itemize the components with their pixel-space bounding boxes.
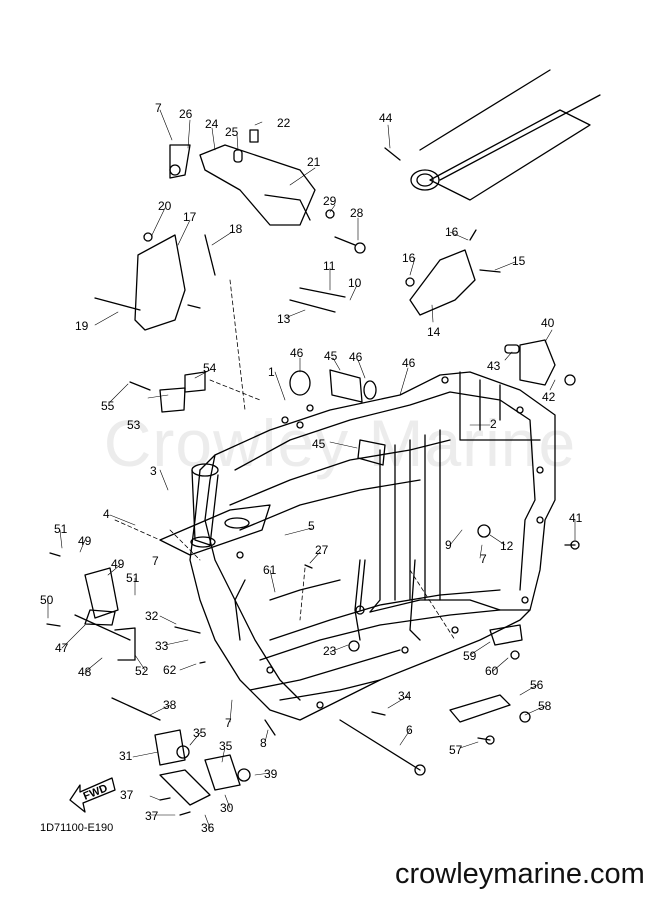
fwd-label: FWD <box>82 782 110 803</box>
fasteners <box>46 147 580 816</box>
callout-46: 46 <box>402 356 416 370</box>
callout-23: 23 <box>323 644 337 658</box>
callout-57: 57 <box>449 743 463 757</box>
callout-25: 25 <box>225 125 239 139</box>
callout-37: 37 <box>120 788 134 802</box>
main-frame <box>189 371 556 721</box>
callout-31: 31 <box>119 749 133 763</box>
callout-6: 6 <box>406 723 413 737</box>
callout-26: 26 <box>179 107 193 121</box>
callout-32: 32 <box>145 609 159 623</box>
callout-45: 45 <box>324 349 338 363</box>
callout-7: 7 <box>225 716 232 730</box>
fwd-arrow-icon <box>69 777 116 813</box>
callout-46: 46 <box>290 346 304 360</box>
leader-dash-lines <box>114 279 456 641</box>
callout-8: 8 <box>260 736 267 750</box>
callout-28: 28 <box>350 206 364 220</box>
callout-45: 45 <box>312 437 326 451</box>
right-bracket <box>504 339 556 386</box>
leader-lines <box>47 109 576 829</box>
callout-13: 13 <box>277 312 291 326</box>
callout-49: 49 <box>78 534 92 548</box>
callout-62: 62 <box>163 663 177 677</box>
callout-43: 43 <box>487 359 501 373</box>
callout-1: 1 <box>268 365 275 379</box>
callout-12: 12 <box>500 539 514 553</box>
lower-left-brackets <box>74 567 136 661</box>
right-lower-brackets <box>449 624 523 723</box>
callout-60: 60 <box>485 664 499 678</box>
callout-18: 18 <box>229 222 243 236</box>
callout-48: 48 <box>78 665 92 679</box>
callout-44: 44 <box>379 111 393 125</box>
label-sticker <box>159 371 206 413</box>
callout-17: 17 <box>183 210 197 224</box>
callout-33: 33 <box>155 639 169 653</box>
callout-21: 21 <box>307 155 321 169</box>
callout-30: 30 <box>220 801 234 815</box>
callout-53: 53 <box>127 418 141 432</box>
callout-39: 39 <box>264 767 278 781</box>
callout-29: 29 <box>323 194 337 208</box>
callout-52: 52 <box>135 664 149 678</box>
head-pipe <box>159 463 271 556</box>
upper-bracket-assembly <box>169 129 316 226</box>
callout-9: 9 <box>445 538 452 552</box>
callout-3: 3 <box>150 464 157 478</box>
seat-rail-bracket <box>405 229 501 316</box>
callout-35: 35 <box>193 726 207 740</box>
watermark-text: Crowley Marine <box>103 406 577 480</box>
site-name: crowleymarine.com <box>395 858 645 890</box>
callout-47: 47 <box>55 641 69 655</box>
callout-22: 22 <box>277 116 291 130</box>
engine-mount-bracket <box>94 234 216 331</box>
callout-37: 37 <box>145 809 159 823</box>
callout-7: 7 <box>155 101 162 115</box>
callout-20: 20 <box>158 199 172 213</box>
callout-15: 15 <box>512 254 526 268</box>
callout-51: 51 <box>126 571 140 585</box>
callout-50: 50 <box>40 593 54 607</box>
callout-56: 56 <box>530 678 544 692</box>
callout-41: 41 <box>569 511 583 525</box>
callout-34: 34 <box>398 689 412 703</box>
callout-7: 7 <box>480 552 487 566</box>
callout-10: 10 <box>348 276 362 290</box>
rubber-damper <box>289 369 386 466</box>
callout-54: 54 <box>203 361 217 375</box>
callout-58: 58 <box>538 699 552 713</box>
frame-holes <box>236 376 544 709</box>
callout-27: 27 <box>315 543 329 557</box>
exhaust-pipe <box>410 69 601 201</box>
callout-11: 11 <box>323 259 336 273</box>
callout-42: 42 <box>542 390 556 404</box>
callout-55: 55 <box>101 399 115 413</box>
callout-14: 14 <box>427 325 441 339</box>
callout-7: 7 <box>152 554 159 568</box>
callout-35: 35 <box>219 739 233 753</box>
callout-16: 16 <box>402 251 416 265</box>
callout-5: 5 <box>308 519 315 533</box>
callout-51: 51 <box>54 522 68 536</box>
callout-24: 24 <box>205 117 219 131</box>
callout-16: 16 <box>445 225 459 239</box>
callout-61: 61 <box>263 563 277 577</box>
callout-19: 19 <box>75 319 89 333</box>
callout-49: 49 <box>111 557 125 571</box>
callout-36: 36 <box>201 821 215 835</box>
callout-4: 4 <box>103 507 110 521</box>
callout-46: 46 <box>349 350 363 364</box>
lower-center-brackets <box>154 729 241 806</box>
callout-40: 40 <box>541 316 555 330</box>
callout-2: 2 <box>490 417 497 431</box>
callout-59: 59 <box>463 649 477 663</box>
callout-numbers: 1234567777891011121314151616171819202122… <box>40 101 583 835</box>
callout-38: 38 <box>163 698 177 712</box>
diagram-code: 1D71100-E190 <box>40 822 114 834</box>
